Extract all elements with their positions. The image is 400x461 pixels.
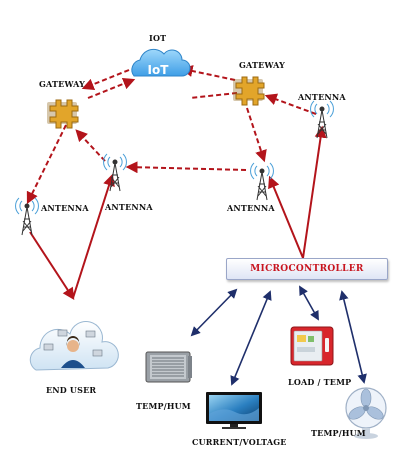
antenna-top-right-icon bbox=[310, 100, 334, 139]
link-gateway-left-to-antenna-far-left bbox=[26, 124, 67, 205]
link-antenna-right-to-gateway-right bbox=[264, 93, 317, 115]
antenna-right-label: ANTENNA bbox=[227, 203, 275, 213]
gateway-right-label: GATEWAY bbox=[239, 60, 286, 70]
antenna-far-left-icon bbox=[15, 197, 39, 236]
end-user-cloud-icon bbox=[29, 321, 119, 371]
link-gateway-right-to-antenna-mid bbox=[246, 107, 267, 163]
link-gateway-right-to-iot bbox=[180, 65, 236, 81]
television-icon bbox=[206, 392, 262, 429]
fan-icon bbox=[345, 387, 387, 439]
antenna-left-label: ANTENNA bbox=[41, 203, 89, 213]
antenna-left-mid-icon bbox=[103, 153, 127, 192]
link-mc-ac bbox=[190, 288, 238, 337]
iot-cloud-text: IoT bbox=[148, 63, 170, 77]
microcontroller-label: MICROCONTROLLER bbox=[250, 264, 364, 274]
fan-label: TEMP/HUM bbox=[311, 428, 366, 438]
end-user-label: END USER bbox=[46, 385, 97, 395]
link-iot-to-gateway-left bbox=[81, 69, 130, 91]
link-mc-to-antenna-top-right bbox=[302, 125, 327, 259]
air-conditioner-icon bbox=[145, 351, 192, 383]
gateway-right-icon bbox=[233, 76, 265, 106]
gateway-left-label: GATEWAY bbox=[39, 79, 86, 89]
antenna-middle-label: ANTENNA bbox=[105, 202, 153, 212]
mini-fridge-icon bbox=[290, 326, 334, 366]
iot-cloud-icon: IoT bbox=[131, 48, 191, 77]
iot-label: IOT bbox=[149, 33, 167, 43]
link-antenna-far-left-to-end-user bbox=[29, 231, 75, 301]
link-mc-fridge bbox=[299, 285, 319, 321]
antenna-top-right-label: ANTENNA bbox=[298, 92, 346, 102]
link-end-user-to-antenna-left-mid bbox=[72, 173, 115, 299]
ac-label: TEMP/HUM bbox=[136, 401, 191, 411]
link-gateway-left-to-iot bbox=[87, 77, 136, 99]
device-links bbox=[190, 285, 367, 386]
dashed-links bbox=[26, 65, 317, 205]
link-mc-tv bbox=[230, 290, 272, 386]
link-antenna-mid-to-antenna-left-mid bbox=[125, 161, 247, 174]
gateway-left-icon bbox=[47, 99, 79, 129]
link-antenna-left-mid-to-gateway-left bbox=[75, 129, 106, 162]
solid-links bbox=[29, 125, 327, 301]
link-gateway-right-down bbox=[189, 92, 238, 99]
fridge-label: LOAD / TEMP bbox=[288, 377, 352, 387]
tv-label: CURRENT/VOLTAGE bbox=[192, 437, 287, 447]
antenna-middle-icon bbox=[250, 162, 274, 201]
microcontroller-box: MICROCONTROLLER bbox=[226, 258, 388, 280]
link-mc-fan bbox=[339, 290, 367, 384]
link-mc-to-antenna-mid bbox=[268, 175, 304, 259]
